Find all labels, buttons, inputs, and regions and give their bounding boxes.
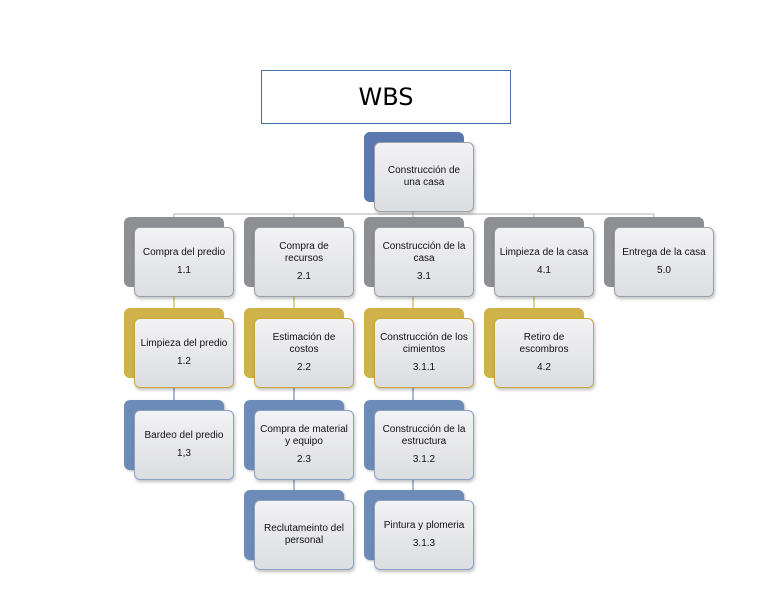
node-2-1: Compra de recursos 2.1 xyxy=(244,217,354,297)
node-3-1-1: Construcción de los cimientos 3.1.1 xyxy=(364,308,474,388)
node-label: Compra de material y equipo xyxy=(260,423,348,448)
node-label: Retiro de escombros xyxy=(519,331,569,356)
node-code: 2.2 xyxy=(297,361,311,373)
node-code: 1,3 xyxy=(177,447,191,459)
node-label: Pintura y plomeria xyxy=(383,520,465,531)
node-label: Estimación de costos xyxy=(272,331,336,356)
node-code: 2.3 xyxy=(297,453,311,465)
node-code: 1.1 xyxy=(177,264,191,276)
node-code: 2.1 xyxy=(297,270,311,282)
node-label: Reclutameinto del personal xyxy=(263,522,345,547)
node-label: Bardeo del predio xyxy=(144,430,224,441)
node-label: Limpieza del predio xyxy=(140,338,228,349)
node-1-3: Bardeo del predio 1,3 xyxy=(124,400,234,480)
node-3-1-2: Construcción de la estructura 3.1.2 xyxy=(364,400,474,480)
node-code: 3.1 xyxy=(417,270,431,282)
node-label: Limpieza de la casa xyxy=(499,247,589,258)
wbs-title: WBS xyxy=(358,83,414,111)
node-label: Construcción de la estructura xyxy=(382,423,466,448)
node-code: 5.0 xyxy=(657,264,671,276)
node-2-3: Compra de material y equipo 2.3 xyxy=(244,400,354,480)
node-code: 3.1.2 xyxy=(412,453,436,465)
node-root-label: Construcción de una casa xyxy=(387,164,461,189)
node-2-4: Reclutameinto del personal xyxy=(244,490,354,570)
node-label: Entrega de la casa xyxy=(622,247,706,258)
node-4-1: Limpieza de la casa 4.1 xyxy=(484,217,594,297)
node-4-2: Retiro de escombros 4.2 xyxy=(484,308,594,388)
node-1-1: Compra del predio 1.1 xyxy=(124,217,234,297)
node-label: Compra de recursos xyxy=(279,240,329,265)
node-code: 3.1.3 xyxy=(412,537,436,549)
node-1-2: Limpieza del predio 1.2 xyxy=(124,308,234,388)
node-label: Construcción de los cimientos xyxy=(380,331,468,356)
node-code: 4.1 xyxy=(537,264,551,276)
node-root: Construcción de una casa xyxy=(364,132,474,212)
node-code: 4.2 xyxy=(537,361,551,373)
node-5-0: Entrega de la casa 5.0 xyxy=(604,217,714,297)
node-3-1: Construcción de la casa 3.1 xyxy=(364,217,474,297)
wbs-title-box: WBS xyxy=(261,70,511,124)
node-code: 3.1.1 xyxy=(412,361,436,373)
node-2-2: Estimación de costos 2.2 xyxy=(244,308,354,388)
node-3-1-3: Pintura y plomeria 3.1.3 xyxy=(364,490,474,570)
node-label: Construcción de la casa xyxy=(382,240,466,265)
node-label: Compra del predio xyxy=(142,247,226,258)
node-code: 1.2 xyxy=(177,355,191,367)
